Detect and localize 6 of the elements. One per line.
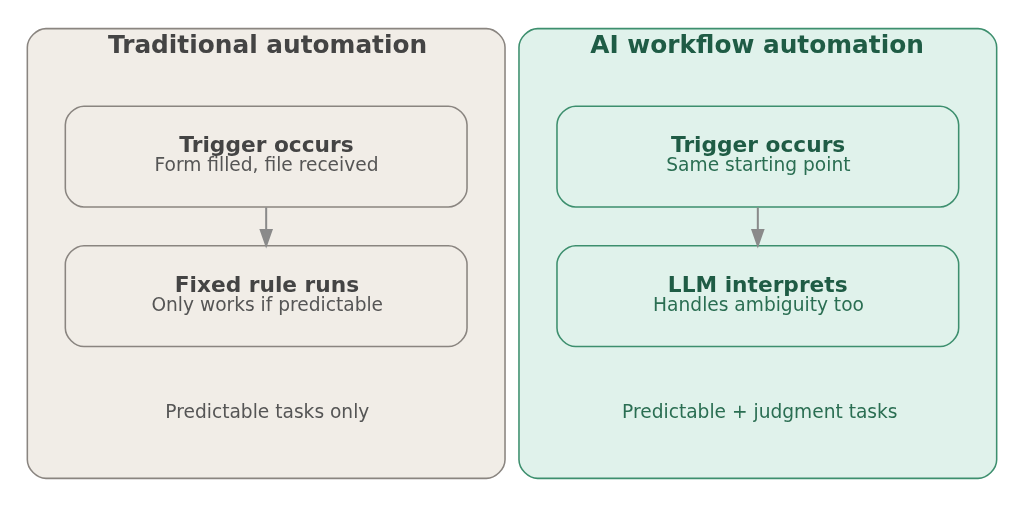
node-box: Trigger occurs Form filled, file received: [64, 105, 468, 208]
node-box: LLM interprets Handles ambiguity too: [556, 244, 960, 348]
node-box: Fixed rule runs Only works if predictable: [64, 244, 468, 348]
arrow: [750, 207, 765, 249]
arrow: [259, 207, 274, 249]
node-box: Trigger occurs Same starting point: [556, 105, 960, 208]
